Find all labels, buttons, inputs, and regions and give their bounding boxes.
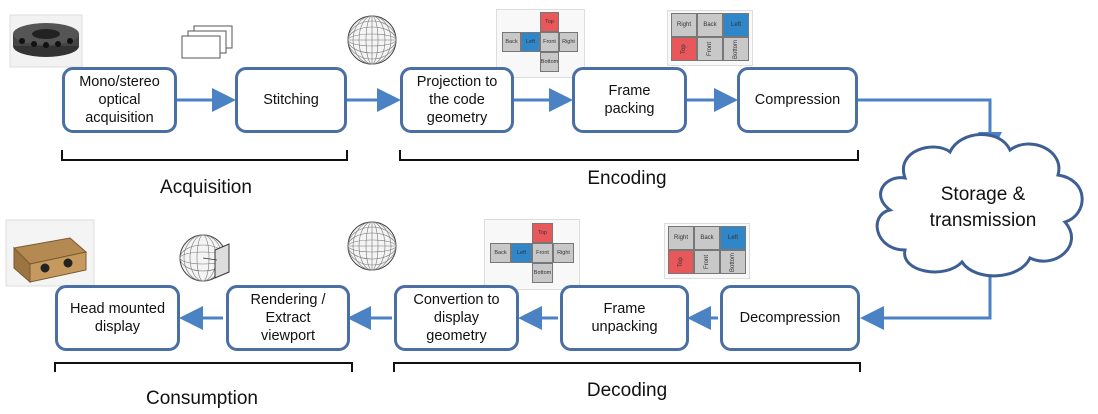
bracket-acquisition — [61, 150, 348, 161]
stacked-frames-icon — [181, 25, 233, 59]
packed-front: Front — [694, 250, 720, 274]
stage-convertion: Convertion to display geometry — [394, 285, 519, 351]
stage-decompression: Decompression — [720, 285, 860, 351]
group-label-consumption: Consumption — [146, 388, 258, 409]
stage-rendering: Rendering / Extract viewport — [226, 285, 350, 351]
face-top: Top — [532, 223, 553, 243]
packed-bottom: Bottom — [720, 250, 746, 274]
face-left: Left — [521, 32, 540, 52]
arrow-cloud-decomp — [860, 270, 992, 330]
face-right: Right — [553, 243, 574, 263]
packed-front: Front — [697, 37, 723, 61]
storage-cloud — [875, 133, 1084, 278]
stage-frame-packing: Frame packing — [572, 67, 687, 133]
viewport-sphere-icon — [179, 234, 230, 282]
packed-right: Right — [668, 226, 694, 250]
cardboard-headset-icon — [5, 219, 95, 287]
packed-left: Left — [723, 13, 749, 37]
group-label-decoding: Decoding — [586, 380, 668, 401]
cube-map-icon-bottom: Top Back Left Front Right Bottom — [484, 219, 580, 290]
face-top: Top — [540, 12, 559, 32]
face-left: Left — [511, 243, 532, 263]
cube-map-icon-top: Top Back Left Front Right Bottom — [496, 9, 585, 78]
bracket-decoding — [393, 362, 861, 372]
bracket-encoding — [399, 150, 859, 161]
packed-top: Top — [671, 37, 697, 61]
camera-rig-icon — [9, 14, 83, 68]
stage-acquisition: Mono/stereo optical acquisition — [62, 67, 177, 133]
packed-back: Back — [697, 13, 723, 37]
stage-projection: Projection to the code geometry — [400, 67, 514, 133]
group-label-encoding: Encoding — [587, 168, 667, 189]
packed-left: Left — [720, 226, 746, 250]
stage-stitching: Stitching — [235, 67, 347, 133]
stage-frame-unpacking: Frame unpacking — [560, 285, 689, 351]
group-label-acquisition: Acquisition — [160, 177, 252, 198]
sphere-icon-top — [347, 15, 397, 65]
packed-frame-icon-bottom: Right Back Left Top Front Bottom — [664, 223, 750, 279]
bracket-consumption — [54, 362, 353, 372]
arrow-comp-cloud — [858, 98, 1002, 156]
packed-top: Top — [668, 250, 694, 274]
packed-frame-icon-top: Right Back Left Top Front Bottom — [667, 10, 753, 66]
face-back: Back — [502, 32, 521, 52]
face-bottom: Bottom — [532, 263, 553, 283]
stage-head-mounted-display: Head mounted display — [55, 285, 180, 351]
cloud-label: Storage & transmission — [929, 184, 1037, 231]
face-front: Front — [532, 243, 553, 263]
face-front: Front — [540, 32, 559, 52]
stage-compression: Compression — [737, 67, 858, 133]
sphere-icon-bottom — [347, 221, 397, 271]
packed-right: Right — [671, 13, 697, 37]
face-back: Back — [490, 243, 511, 263]
face-bottom: Bottom — [540, 52, 559, 72]
packed-back: Back — [694, 226, 720, 250]
face-right: Right — [559, 32, 578, 52]
packed-bottom: Bottom — [723, 37, 749, 61]
